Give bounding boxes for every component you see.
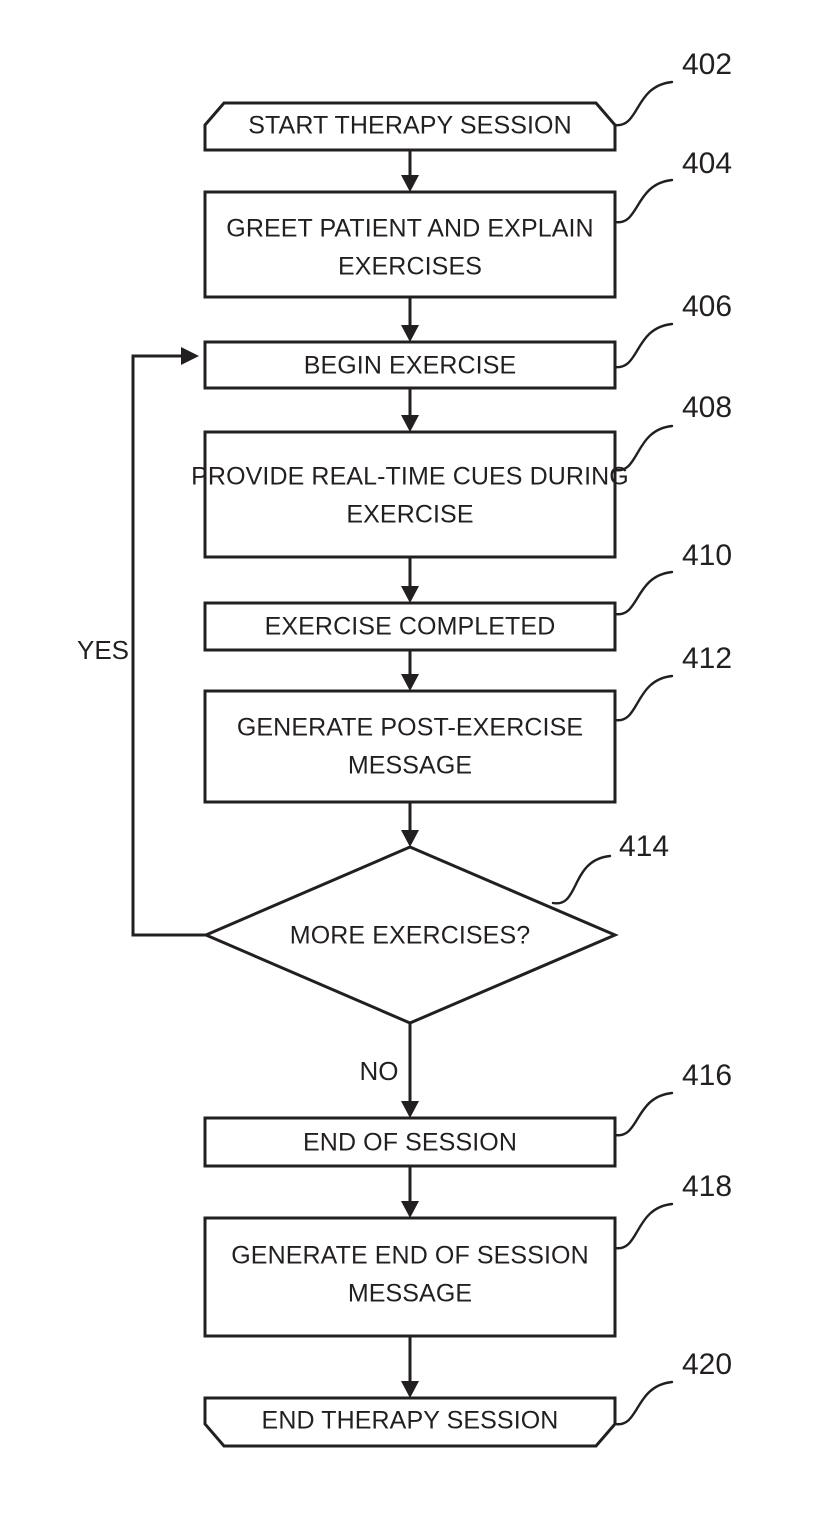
node-begin-exercise[interactable]: BEGIN EXERCISE: [203, 340, 617, 390]
reference-numeral-410: 410: [682, 539, 732, 572]
reference-numeral-408: 408: [682, 391, 732, 424]
leader-line-412: [613, 674, 674, 722]
node-start-therapy-session[interactable]: START THERAPY SESSION: [203, 101, 617, 152]
connector-404-406: [401, 297, 419, 342]
arrowhead-icon: [401, 415, 419, 432]
node-more-exercises-decision[interactable]: MORE EXERCISES?: [202, 845, 619, 1025]
leader-line-416: [613, 1091, 674, 1137]
node-label-412-line1: GENERATE POST-EXERCISE: [237, 714, 583, 742]
node-exercise-completed[interactable]: EXERCISE COMPLETED: [203, 601, 617, 652]
arrowhead-icon: [401, 325, 419, 342]
arrowhead-icon: [401, 1201, 419, 1218]
edge-label-yes: YES: [77, 635, 129, 665]
connector-410-412: [401, 650, 419, 691]
process-shape: [203, 1116, 617, 1168]
leader-line-408: [613, 424, 674, 472]
arrowhead-icon: [401, 175, 419, 192]
reference-numeral-418: 418: [682, 1170, 732, 1203]
node-end-of-session[interactable]: END OF SESSION: [203, 1116, 617, 1168]
reference-numeral-412: 412: [682, 642, 732, 675]
reference-numeral-420: 420: [682, 1348, 732, 1381]
node-label-404-line1: GREET PATIENT AND EXPLAIN: [226, 215, 593, 243]
leader-line-420: [613, 1380, 674, 1426]
reference-numeral-404: 404: [682, 147, 732, 180]
leader-line-418: [613, 1202, 674, 1250]
reference-numeral-416: 416: [682, 1059, 732, 1092]
node-label-418-line1: GENERATE END OF SESSION: [231, 1242, 588, 1270]
connector-402-404: [401, 150, 419, 192]
process-shape: [203, 340, 617, 390]
node-end-therapy-session[interactable]: END THERAPY SESSION: [203, 1396, 617, 1448]
arrowhead-icon: [401, 830, 419, 847]
connector-416-418: [401, 1166, 419, 1218]
node-generate-post-exercise-message[interactable]: GENERATE POST-EXERCISE MESSAGE: [203, 689, 617, 804]
process-shape: [203, 190, 617, 299]
node-label-416: END OF SESSION: [303, 1129, 517, 1157]
connector-412-414: [401, 802, 419, 847]
arrowhead-icon: [401, 1101, 419, 1118]
connector-no-branch: [401, 1023, 419, 1118]
terminator-shape-bottom: [203, 1396, 617, 1448]
arrowhead-icon: [401, 586, 419, 603]
process-shape: [203, 430, 617, 559]
leader-line-406: [613, 322, 674, 369]
node-label-408-line1: PROVIDE REAL-TIME CUES DURING: [191, 463, 629, 491]
connector-406-408: [401, 388, 419, 432]
connector-418-420: [401, 1336, 419, 1398]
node-label-404-line2: EXERCISES: [338, 253, 482, 281]
connector-408-410: [401, 557, 419, 603]
leader-line-402: [613, 80, 674, 127]
node-generate-end-of-session-message[interactable]: GENERATE END OF SESSION MESSAGE: [203, 1216, 617, 1338]
reference-numeral-402: 402: [682, 48, 732, 81]
node-greet-patient-explain-exercises[interactable]: GREET PATIENT AND EXPLAIN EXERCISES: [203, 190, 617, 299]
connector-yes-loop-back: [131, 347, 206, 937]
node-label-406: BEGIN EXERCISE: [304, 352, 517, 380]
node-label-412-line2: MESSAGE: [348, 752, 472, 780]
arrowhead-icon: [401, 674, 419, 691]
reference-numeral-406: 406: [682, 290, 732, 323]
reference-numeral-414: 414: [619, 830, 669, 863]
arrowhead-icon: [401, 1381, 419, 1398]
process-shape: [203, 601, 617, 652]
edge-label-no: NO: [360, 1056, 399, 1086]
process-shape: [203, 689, 617, 804]
node-label-420: END THERAPY SESSION: [262, 1407, 559, 1435]
node-label-408-line2: EXERCISE: [346, 501, 473, 529]
leader-line-414: [551, 854, 612, 905]
leader-line-404: [613, 178, 674, 224]
process-shape: [203, 1216, 617, 1338]
node-provide-real-time-cues[interactable]: PROVIDE REAL-TIME CUES DURING EXERCISE: [191, 430, 629, 559]
node-label-414: MORE EXERCISES?: [290, 922, 530, 950]
node-label-410: EXERCISE COMPLETED: [265, 613, 556, 641]
arrowhead-icon: [181, 347, 199, 365]
leader-line-410: [613, 570, 674, 616]
node-label-418-line2: MESSAGE: [348, 1280, 472, 1308]
node-label-402: START THERAPY SESSION: [248, 112, 572, 140]
